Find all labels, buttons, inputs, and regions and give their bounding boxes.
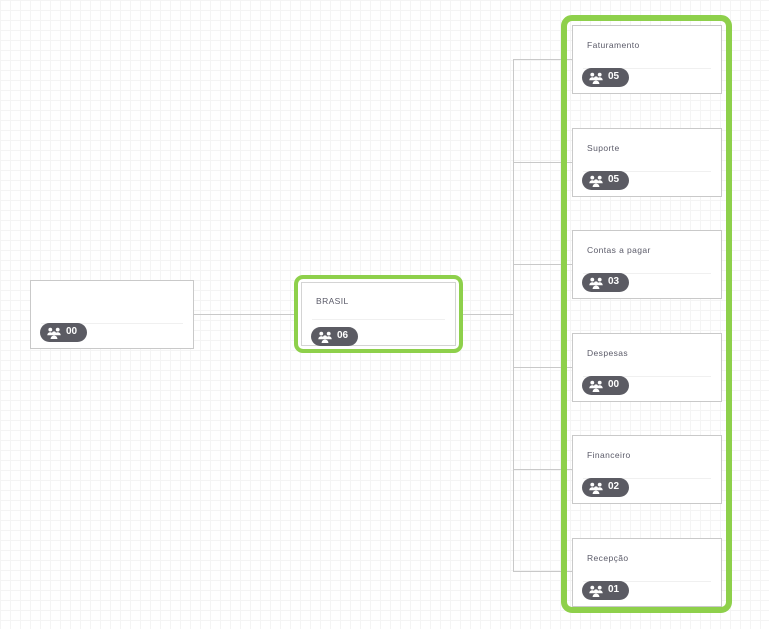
member-count-value: 01: [608, 584, 620, 595]
member-count-badge[interactable]: 01: [582, 581, 630, 600]
org-node-title: Faturamento: [587, 40, 640, 50]
member-count-badge[interactable]: 05: [582, 171, 630, 190]
org-node-title: Suporte: [587, 143, 620, 153]
org-node-title: Contas a pagar: [587, 245, 651, 255]
users-group-icon: [589, 380, 603, 392]
children-column-selection-outline: [561, 15, 732, 613]
org-node-root[interactable]: 00: [30, 280, 194, 349]
node-divider: [583, 171, 711, 172]
org-node-brasil-selection[interactable]: BRASIL 06: [294, 275, 463, 353]
member-count-badge[interactable]: 00: [40, 323, 88, 342]
users-group-icon: [589, 277, 603, 289]
connector-branch-faturamento: [513, 59, 572, 60]
users-group-icon: [589, 72, 603, 84]
org-node-title: Despesas: [587, 348, 628, 358]
member-count-value: 00: [66, 326, 78, 337]
org-node-despesas[interactable]: Despesas 00: [572, 333, 722, 402]
connector-branch-contas-a-pagar: [513, 264, 572, 265]
node-divider: [583, 581, 711, 582]
org-node-title: Financeiro: [587, 450, 631, 460]
org-node-faturamento[interactable]: Faturamento 05: [572, 25, 722, 94]
member-count-value: 05: [608, 71, 620, 82]
member-count-badge[interactable]: 03: [582, 273, 630, 292]
connector-root-to-brasil: [194, 314, 294, 315]
org-node-contas-a-pagar[interactable]: Contas a pagar 03: [572, 230, 722, 299]
org-node-financeiro[interactable]: Financeiro 02: [572, 435, 722, 504]
member-count-value: 00: [608, 379, 620, 390]
member-count-badge[interactable]: 06: [311, 327, 359, 346]
member-count-badge[interactable]: 05: [582, 68, 630, 87]
users-group-icon: [589, 175, 603, 187]
node-divider: [312, 319, 445, 320]
member-count-value: 03: [608, 276, 620, 287]
connector-branch-despesas: [513, 367, 572, 368]
connector-brasil-to-trunk: [463, 314, 513, 315]
connector-branch-financeiro: [513, 469, 572, 470]
node-divider: [583, 478, 711, 479]
org-node-brasil[interactable]: BRASIL 06: [301, 282, 456, 346]
users-group-icon: [589, 482, 603, 494]
node-divider: [583, 68, 711, 69]
member-count-value: 02: [608, 481, 620, 492]
users-group-icon: [589, 585, 603, 597]
org-node-title: Recepção: [587, 553, 629, 563]
member-count-value: 06: [337, 330, 349, 341]
users-group-icon: [47, 327, 61, 339]
org-node-suporte[interactable]: Suporte 05: [572, 128, 722, 197]
member-count-value: 05: [608, 174, 620, 185]
member-count-badge[interactable]: 00: [582, 376, 630, 395]
node-divider: [41, 323, 183, 324]
connector-children-trunk: [513, 59, 514, 571]
node-divider: [583, 376, 711, 377]
node-divider: [583, 273, 711, 274]
connector-branch-recepcao: [513, 571, 572, 572]
member-count-badge[interactable]: 02: [582, 478, 630, 497]
org-node-recepcao[interactable]: Recepção 01: [572, 538, 722, 607]
connector-branch-suporte: [513, 162, 572, 163]
org-node-title: BRASIL: [316, 296, 349, 306]
users-group-icon: [318, 331, 332, 343]
